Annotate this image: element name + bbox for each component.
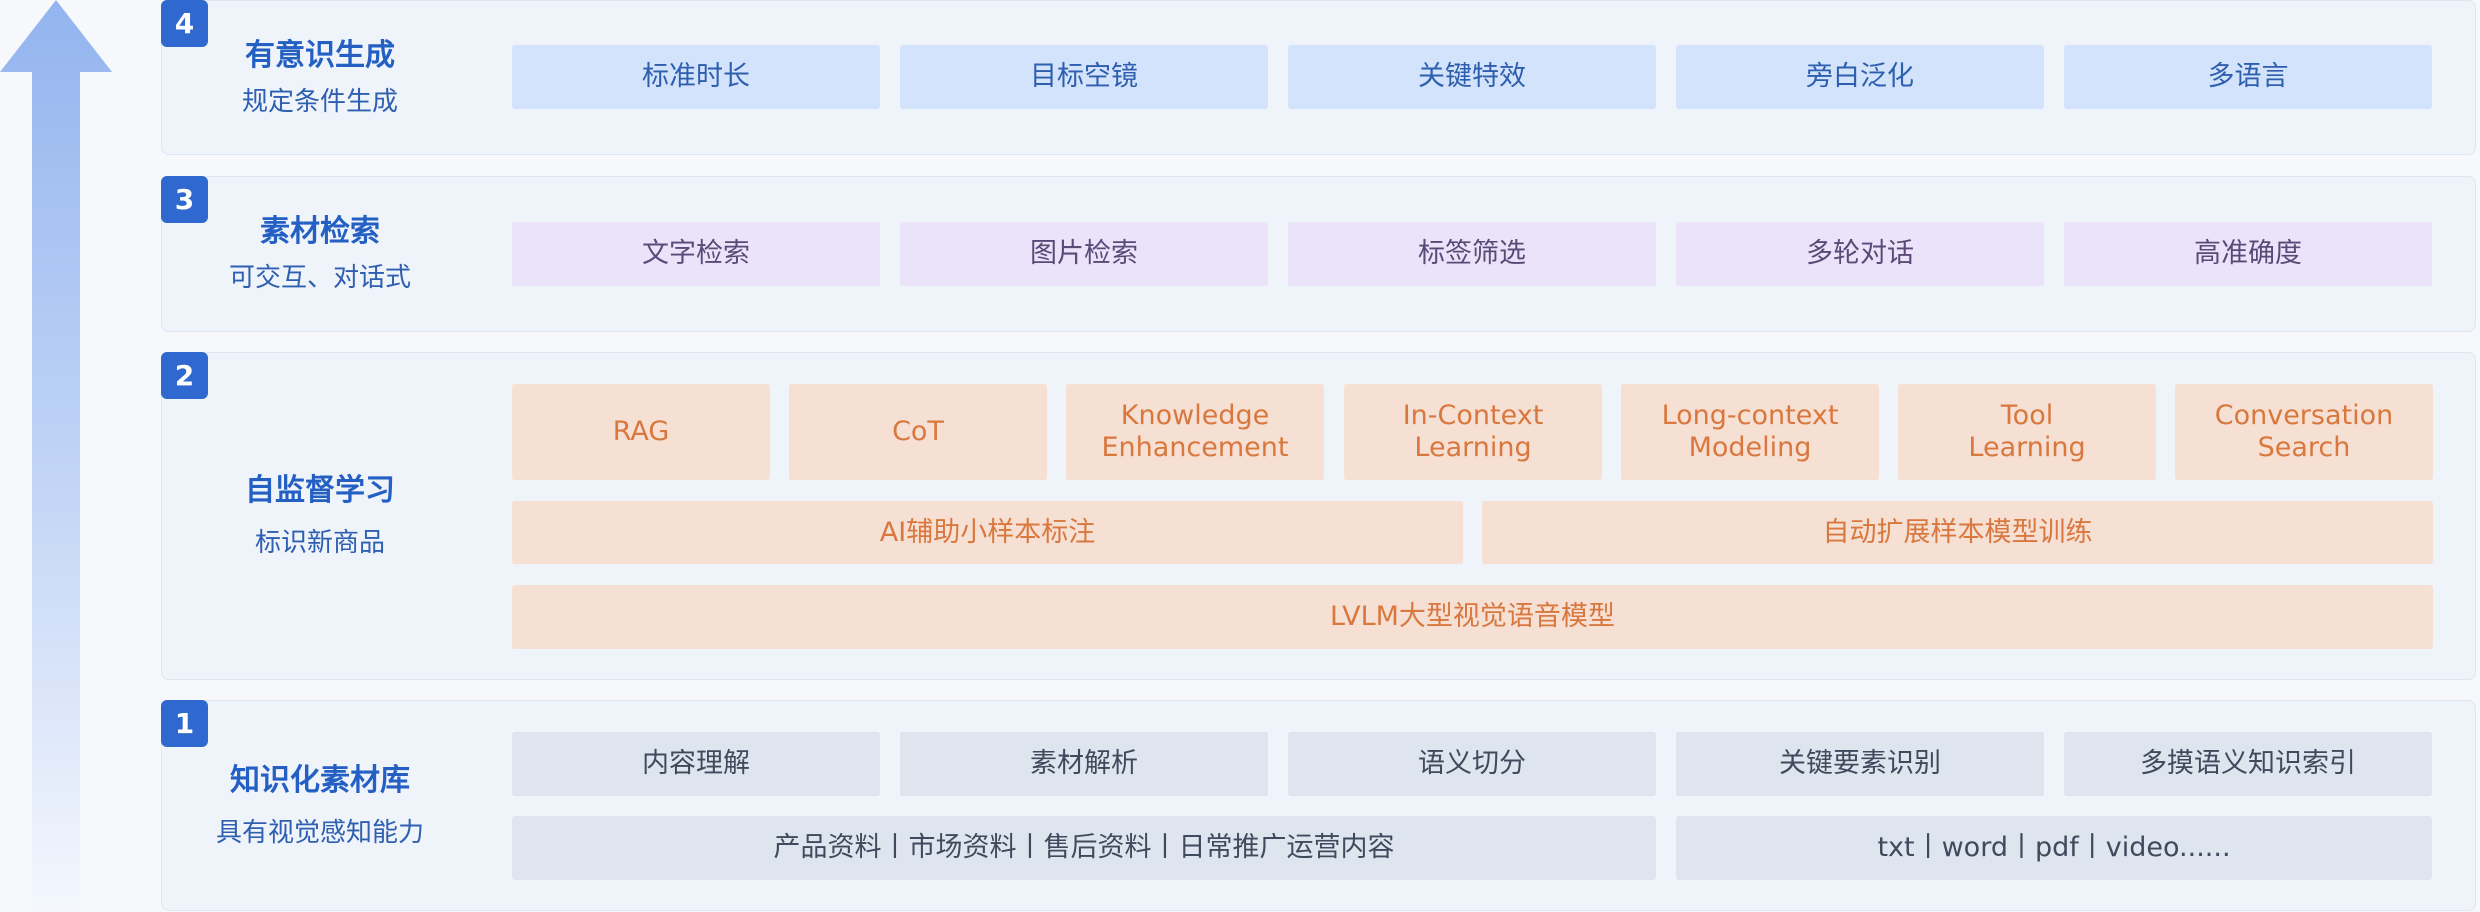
capability-chip: 多摸语义知识索引 — [2064, 732, 2432, 796]
source-chip: 产品资料丨市场资料丨售后资料丨日常推广运营内容 — [512, 816, 1656, 880]
model-chip: LVLM大型视觉语音模型 — [512, 585, 2433, 649]
capability-chip: 关键特效 — [1288, 45, 1656, 109]
layer-title: 素材检索 — [260, 214, 380, 249]
method-chip: Tool Learning — [1898, 384, 2156, 480]
training-chip: AI辅助小样本标注 — [512, 501, 1463, 564]
layer-label: 自监督学习 标识新商品 — [162, 353, 478, 679]
capability-chip: 标准时长 — [512, 45, 880, 109]
format-chip: txt丨word丨pdf丨video...... — [1676, 816, 2432, 880]
capability-chip: 文字检索 — [512, 222, 880, 286]
capability-chip: 素材解析 — [900, 732, 1268, 796]
layer-number-badge: 3 — [161, 176, 208, 223]
method-chip: Knowledge Enhancement — [1066, 384, 1324, 480]
capability-chip: 旁白泛化 — [1676, 45, 2044, 109]
up-arrow-icon — [0, 0, 112, 912]
layer-subtitle: 可交互、对话式 — [228, 263, 411, 293]
capability-chip: 高准确度 — [2064, 222, 2432, 286]
capability-chip: 内容理解 — [512, 732, 880, 796]
method-chip: RAG — [512, 384, 770, 480]
layer-number-badge: 2 — [161, 352, 208, 399]
layer-subtitle: 规定条件生成 — [241, 86, 398, 117]
layer-4-panel: 4 有意识生成 规定条件生成 标准时长 目标空镜 关键特效 旁白泛化 多语言 — [161, 0, 2476, 155]
training-chip: 自动扩展样本模型训练 — [1482, 501, 2433, 564]
layer-title: 知识化素材库 — [230, 762, 410, 798]
capability-chip: 图片检索 — [900, 222, 1268, 286]
capability-chip: 关键要素识别 — [1676, 732, 2044, 796]
method-chip: CoT — [789, 384, 1047, 480]
layer-subtitle: 标识新商品 — [254, 528, 385, 558]
layer-label: 有意识生成 规定条件生成 — [162, 1, 478, 154]
layer-number-badge: 4 — [161, 0, 208, 47]
capability-chip: 目标空镜 — [900, 45, 1268, 109]
layer-title: 有意识生成 — [245, 37, 395, 73]
method-chip: Long-context Modeling — [1621, 384, 1879, 480]
method-chip: In-Context Learning — [1344, 384, 1602, 480]
capability-chip: 标签筛选 — [1288, 222, 1656, 286]
layer-2-panel: 2 自监督学习 标识新商品 RAG CoT Knowledge Enhancem… — [161, 352, 2476, 680]
layer-3-panel: 3 素材检索 可交互、对话式 文字检索 图片检索 标签筛选 多轮对话 高准确度 — [161, 176, 2476, 332]
capability-chip: 多轮对话 — [1676, 222, 2044, 286]
capability-chip: 多语言 — [2064, 45, 2432, 109]
layer-subtitle: 具有视觉感知能力 — [215, 817, 424, 848]
layer-title: 自监督学习 — [245, 473, 395, 508]
layer-label: 素材检索 可交互、对话式 — [162, 177, 478, 331]
layer-number-badge: 1 — [161, 700, 208, 747]
method-chip: Conversation Search — [2175, 384, 2433, 480]
layer-1-panel: 1 知识化素材库 具有视觉感知能力 内容理解 素材解析 语义切分 关键要素识别 … — [161, 700, 2476, 911]
capability-chip: 语义切分 — [1288, 732, 1656, 796]
layer-label: 知识化素材库 具有视觉感知能力 — [162, 701, 478, 910]
